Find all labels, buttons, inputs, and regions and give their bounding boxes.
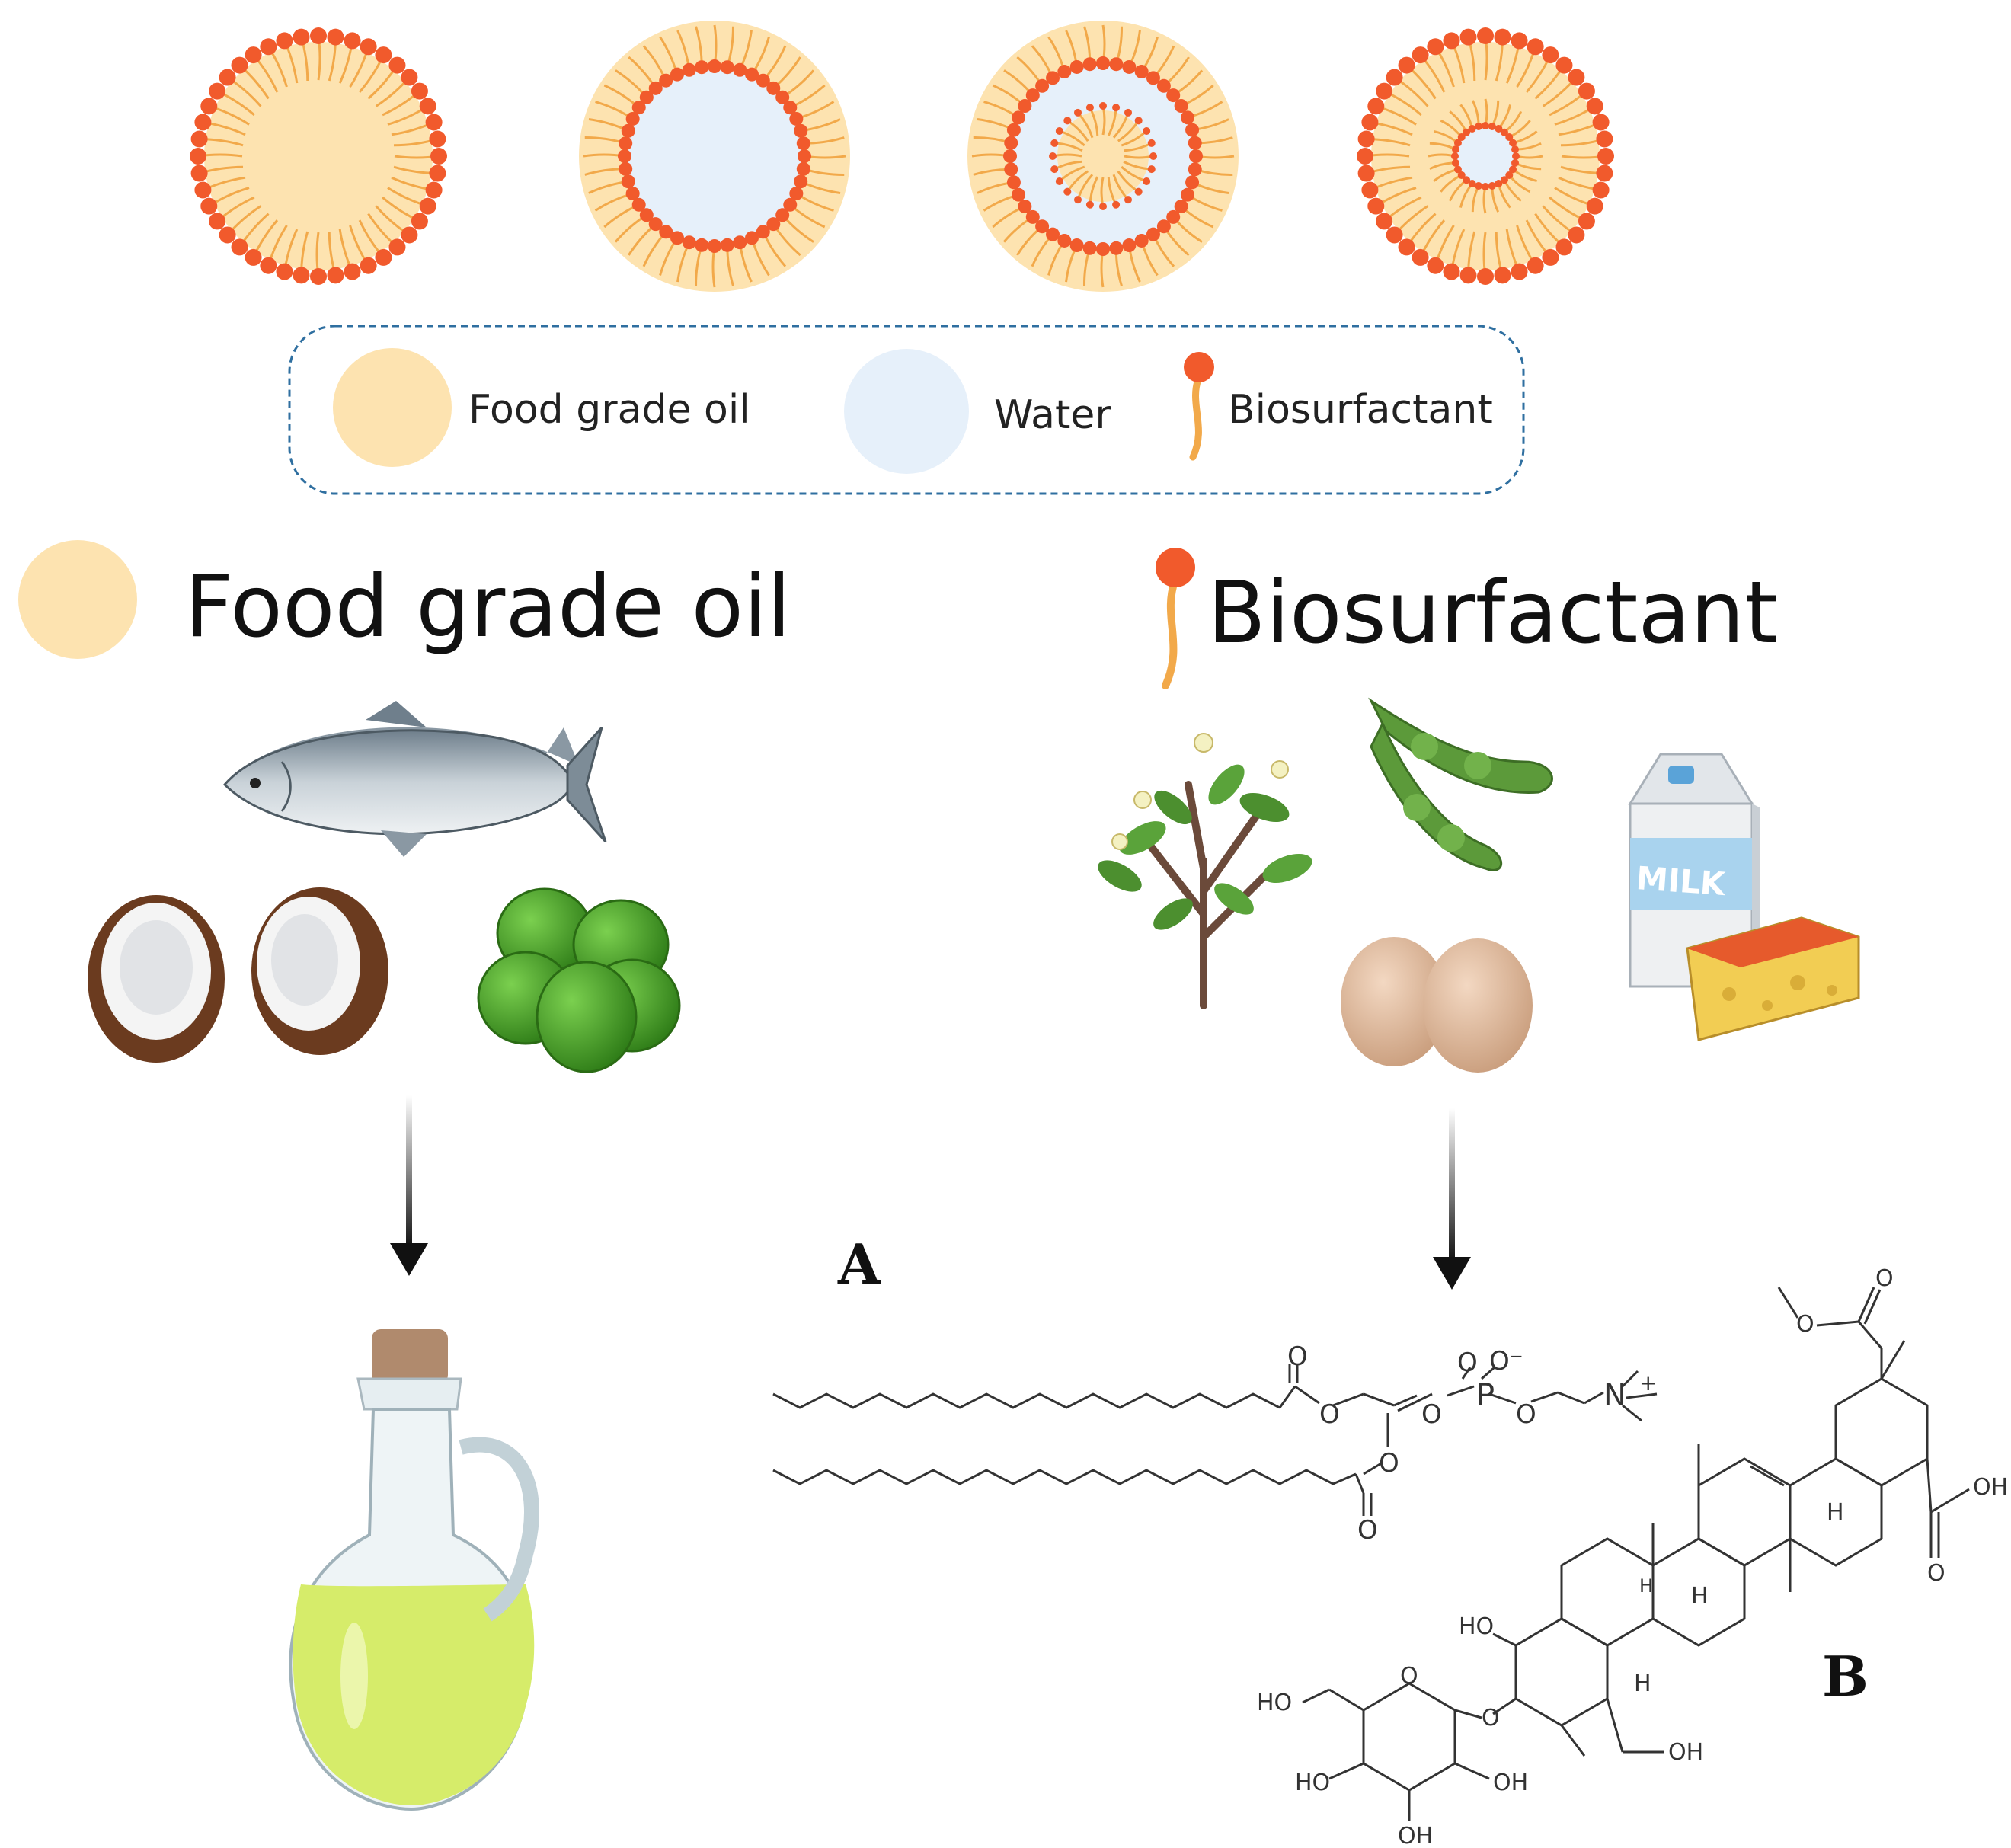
- oil-title-swatch: [18, 540, 137, 659]
- svg-text:OH: OH: [1398, 1823, 1433, 1845]
- svg-text:H: H: [1639, 1575, 1653, 1597]
- svg-text:+: +: [1639, 1370, 1657, 1396]
- svg-text:HO: HO: [1459, 1613, 1494, 1640]
- legend-biosurfactant-icon: [1184, 352, 1214, 461]
- water-oil-water-double-droplet: [967, 21, 1239, 292]
- olives-icon: [477, 887, 681, 1073]
- svg-text:O: O: [1457, 1348, 1478, 1378]
- svg-text:O: O: [1516, 1399, 1536, 1430]
- svg-text:OH: OH: [1973, 1474, 2008, 1501]
- plant-icon: [1098, 733, 1312, 1009]
- svg-text:O: O: [1482, 1705, 1500, 1731]
- coconut-icon: [88, 895, 225, 1063]
- fish-icon: [222, 701, 607, 857]
- svg-text:H: H: [1634, 1671, 1651, 1697]
- svg-text:H: H: [1691, 1583, 1709, 1610]
- svg-text:O: O: [1875, 1265, 1894, 1292]
- oil-in-water-droplet: [190, 27, 447, 285]
- svg-text:O: O: [1287, 1341, 1308, 1372]
- svg-text:O: O: [1927, 1560, 1945, 1587]
- biosurfactant-arrow: [1433, 1108, 1471, 1290]
- oil-water-oil-double-droplet: [1357, 27, 1614, 285]
- molecule-a-atoms: O O O O O P O O⁻ O N +: [1287, 1341, 1657, 1546]
- cheese-icon: [1686, 916, 1860, 1041]
- legend-oil-swatch: [333, 348, 452, 467]
- svg-text:N: N: [1603, 1378, 1626, 1413]
- legend-box: Food grade oil Water Biosurfactant: [288, 325, 1525, 495]
- molecule-a-phospholipid: [772, 1364, 1658, 1516]
- svg-text:HO: HO: [1295, 1770, 1330, 1796]
- molecule-a-label: A: [837, 1232, 881, 1296]
- svg-text:O: O: [1400, 1663, 1418, 1690]
- svg-text:O: O: [1357, 1515, 1378, 1546]
- svg-text:HO: HO: [1257, 1690, 1292, 1716]
- svg-text:H: H: [1827, 1499, 1844, 1526]
- oil-bottle-icon: [289, 1329, 539, 1811]
- svg-text:O⁻: O⁻: [1489, 1346, 1523, 1376]
- coconut-icon: [251, 887, 388, 1055]
- svg-text:OH: OH: [1493, 1770, 1528, 1796]
- svg-text:P: P: [1476, 1378, 1495, 1413]
- water-in-oil-droplet: [579, 21, 850, 292]
- eggs-icon: [1341, 937, 1533, 1073]
- right-column-title: Biosurfactant: [1207, 564, 1778, 663]
- svg-text:O: O: [1319, 1399, 1340, 1430]
- left-column-title: Food grade oil: [184, 558, 791, 657]
- svg-text:O: O: [1421, 1399, 1442, 1430]
- droplet-structures: [190, 21, 1614, 292]
- svg-text:O: O: [1796, 1311, 1814, 1338]
- legend-oil-label: Food grade oil: [468, 387, 750, 433]
- soybean-pod-icon: [1368, 697, 1553, 871]
- oil-arrow: [390, 1095, 428, 1276]
- biosurfactant-title-icon: [1156, 548, 1195, 689]
- legend-water-swatch: [844, 349, 969, 474]
- svg-text:O: O: [1379, 1448, 1399, 1479]
- molecule-b-label: B: [1822, 1644, 1869, 1709]
- molecule-b-atoms: O O OH O HO O O HO HO OH OH OH H H H H: [1257, 1265, 2008, 1848]
- milk-label: MILK: [1635, 859, 1727, 903]
- legend-biosurfactant-label: Biosurfactant: [1228, 387, 1493, 433]
- svg-text:OH: OH: [1668, 1739, 1703, 1766]
- legend-water-label: Water: [994, 392, 1111, 438]
- molecule-b-saponin: [1302, 1287, 1970, 1821]
